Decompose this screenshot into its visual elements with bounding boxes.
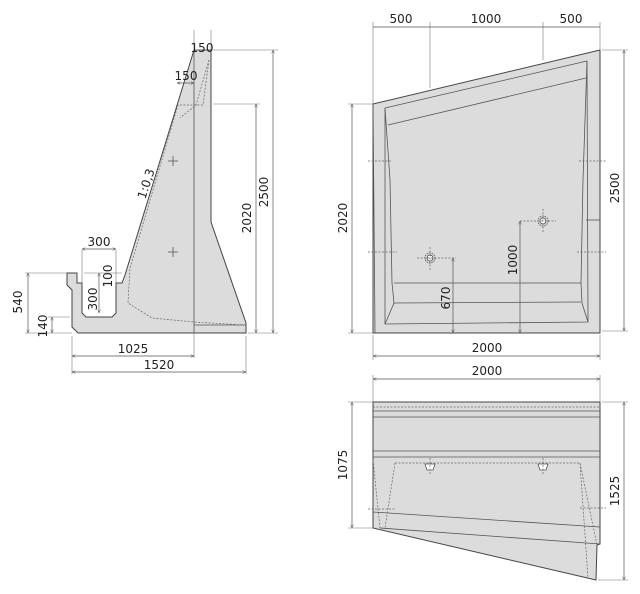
dim-top-left: 500 [390,12,413,26]
dim-width: 2000 [472,341,503,355]
dim-base-total: 1520 [144,358,175,372]
side-view: 150 150 1:0,3 300 100 300 540 140 1025 1… [11,30,278,374]
dim-channel-depth: 300 [86,288,100,311]
front-view: 500 1000 500 2020 2500 670 1000 2000 [336,12,628,360]
dim-top-mid: 1000 [471,12,502,26]
dim-channel-lip: 100 [101,265,115,288]
dim-top-right: 500 [560,12,583,26]
anchor-mark [168,247,178,257]
dim-right-depth: 1525 [608,476,622,507]
dim-plan-width: 2000 [472,364,503,378]
dim-inner-height: 2020 [240,203,254,234]
dim-hole2-height: 1000 [506,245,520,276]
plan-view: 2000 1075 1525 [336,364,628,581]
dim-left-height: 2020 [336,203,350,234]
dim-inner-width: 150 [175,69,198,83]
dim-hole1-height: 670 [439,287,453,310]
dim-left-depth: 1075 [336,450,350,481]
anchor-mark [168,156,178,166]
plan-outline [372,401,601,581]
dim-total-height-left: 540 [11,291,25,314]
dim-total-height: 2500 [257,177,271,208]
dim-base-to-wall: 1025 [118,342,149,356]
drain-hole [520,209,556,233]
dim-channel-width: 300 [88,235,111,249]
drain-outlet [537,458,549,474]
drain-outlet [424,458,436,474]
dim-right-height: 2500 [608,173,622,204]
dim-base-height: 140 [36,315,50,338]
front-outline [372,49,601,334]
drain-hole [417,247,456,270]
dim-top-width: 150 [191,41,214,55]
side-profile [66,49,247,334]
